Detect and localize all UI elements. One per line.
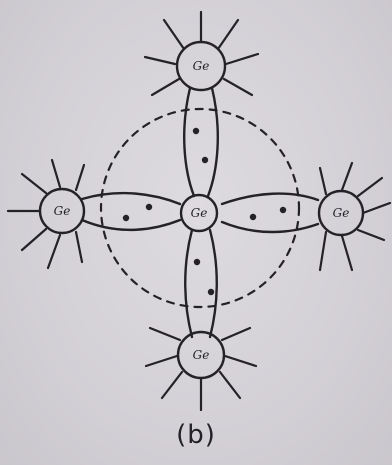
neighbour-atom-top: Ge	[145, 12, 258, 95]
electron-dot	[250, 214, 256, 220]
electron-dot	[280, 207, 286, 213]
electron-dot	[123, 215, 129, 221]
electron-dot	[208, 289, 214, 295]
bond-right	[222, 194, 318, 232]
bond-top	[184, 88, 218, 196]
neighbour-atom-label: Ge	[193, 348, 210, 362]
neighbour-atom-label: Ge	[333, 206, 350, 220]
neighbour-atom-right: Ge	[319, 163, 390, 270]
neighbour-atom-left: Ge	[8, 160, 84, 268]
bond-left	[82, 193, 180, 230]
electron-dot	[146, 204, 152, 210]
electron-dot	[193, 128, 199, 134]
neighbour-atom-label: Ge	[54, 204, 71, 218]
figure-caption: (b)	[0, 420, 392, 450]
electron-dot	[202, 157, 208, 163]
electron-dot	[194, 259, 200, 265]
neighbour-atom-bottom: Ge	[146, 328, 256, 410]
central-atom: Ge	[181, 195, 217, 231]
central-atom-label: Ge	[191, 206, 208, 220]
neighbour-atom-label: Ge	[193, 59, 210, 73]
bond-bottom	[185, 230, 217, 337]
